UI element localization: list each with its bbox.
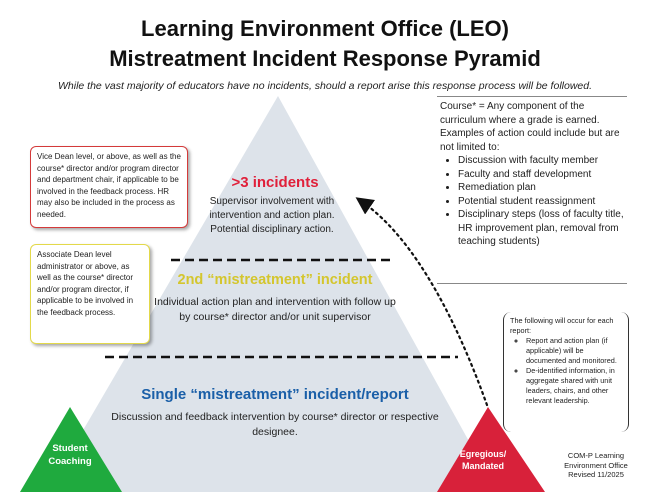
list-item: De-identified information, in aggregate … — [526, 366, 622, 406]
list-item: Report and action plan (if applicable) w… — [526, 336, 622, 366]
vice-dean-note: Vice Dean level, or above, as well as th… — [30, 146, 188, 228]
page-title: Learning Environment Office (LEO) — [141, 16, 509, 41]
list-item: Discussion with faculty member — [458, 154, 625, 168]
footer-line-3: Revised 11/2025 — [568, 470, 624, 479]
level-top-title: >3 incidents — [231, 174, 319, 191]
list-item: Potential student reassignment — [458, 195, 625, 209]
page-subtitle-title: Mistreatment Incident Response Pyramid — [109, 46, 541, 71]
intro-text: While the vast majority of educators hav… — [57, 80, 593, 92]
pyramid-shape — [47, 96, 497, 492]
follow-up-list: Report and action plan (if applicable) w… — [510, 336, 622, 406]
course-note-divider-bottom — [437, 283, 627, 284]
level-top-description: Supervisor involvement with intervention… — [209, 196, 335, 235]
egregious-mandated-label: Egregious/ Mandated — [459, 449, 507, 471]
footer-credit: COM-P Learning Environment Office Revise… — [555, 451, 637, 480]
student-coaching-label: Student Coaching — [48, 443, 92, 467]
escalation-arrow — [355, 197, 489, 407]
level-middle-title: 2nd “mistreatment” incident — [177, 272, 373, 288]
follow-up-intro: The following will occur for each report… — [510, 316, 614, 335]
footer-line-2: Environment Office — [564, 460, 628, 470]
list-item: Remediation plan — [458, 181, 625, 195]
list-item: Faculty and staff development — [458, 168, 625, 182]
level-middle-description: Individual action plan and intervention … — [154, 296, 396, 323]
level-bottom-title: Single “mistreatment” incident/report — [141, 386, 409, 403]
course-definition-intro: Course* = Any component of the curriculu… — [440, 101, 620, 153]
egregious-triangle — [437, 407, 545, 492]
list-item: Disciplinary steps (loss of faculty titl… — [458, 208, 625, 249]
follow-up-note: The following will occur for each report… — [503, 312, 629, 432]
course-note-divider-top — [437, 96, 627, 97]
footer-line-1: COM-P Learning — [567, 451, 625, 460]
action-examples-list: Discussion with faculty member Faculty a… — [440, 154, 625, 249]
student-coaching-triangle — [20, 407, 122, 492]
course-definition-note: Course* = Any component of the curriculu… — [440, 100, 625, 249]
level-bottom-description: Discussion and feedback intervention by … — [111, 411, 439, 438]
associate-dean-note: Associate Dean level administrator or ab… — [30, 244, 150, 344]
